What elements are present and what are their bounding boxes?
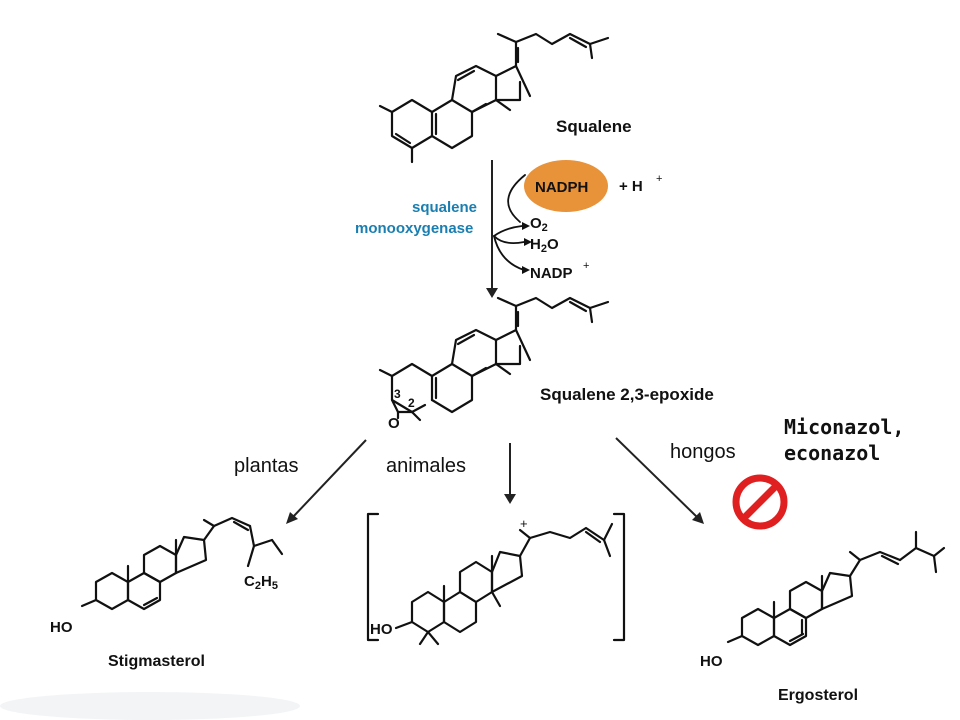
- proton-label: + H: [619, 178, 643, 195]
- drug-label-line2: econazol: [784, 441, 880, 465]
- drug-label-line1: Miconazol,: [784, 415, 904, 439]
- epoxide-label: Squalene 2,3-epoxide: [540, 385, 714, 404]
- squalene-structure: [378, 32, 610, 164]
- nadp-charge: +: [583, 260, 589, 272]
- branch-fungi-label: hongos: [670, 441, 736, 463]
- main-reaction-arrow: [486, 160, 498, 298]
- arrow-animals: [504, 443, 516, 504]
- cation-brackets: [366, 512, 626, 642]
- water-label: H2O: [530, 236, 559, 255]
- arrow-fungi: [615, 437, 704, 524]
- c2-label: 2: [408, 396, 415, 410]
- ergosterol-structure: [726, 530, 946, 647]
- branch-animals-label: animales: [386, 455, 466, 477]
- enzyme-label-line1: squalene: [412, 199, 477, 216]
- cation-structure: [394, 522, 614, 646]
- squalene-label: Squalene: [556, 117, 632, 136]
- arrow-plants: [286, 439, 367, 524]
- prohibition-icon: [732, 474, 788, 530]
- nadph-highlight: [524, 160, 608, 212]
- oxygen-label: O2: [530, 215, 548, 234]
- epoxide-oxygen: O: [388, 415, 400, 432]
- cofactor-curves: [493, 174, 526, 271]
- stigmasterol-structure: [80, 516, 284, 611]
- scan-artifact: [0, 692, 300, 720]
- enzyme-label-line2: monooxygenase: [355, 220, 473, 237]
- branch-plants-label: plantas: [234, 455, 299, 477]
- ergosterol-label: Ergosterol: [778, 687, 858, 704]
- ethyl-group: C2H5: [244, 573, 278, 592]
- cation-ho: HO: [370, 621, 393, 638]
- stigmasterol-label: Stigmasterol: [108, 653, 205, 670]
- c3-label: 3: [394, 387, 401, 401]
- nadph-label: NADPH: [535, 179, 588, 196]
- nadp-label: NADP: [530, 265, 573, 282]
- cation-charge: +: [520, 516, 528, 531]
- epoxide-structure: [378, 296, 610, 422]
- stigmasterol-ho: HO: [50, 619, 73, 636]
- ergosterol-ho: HO: [700, 653, 723, 670]
- proton-charge: +: [656, 173, 662, 185]
